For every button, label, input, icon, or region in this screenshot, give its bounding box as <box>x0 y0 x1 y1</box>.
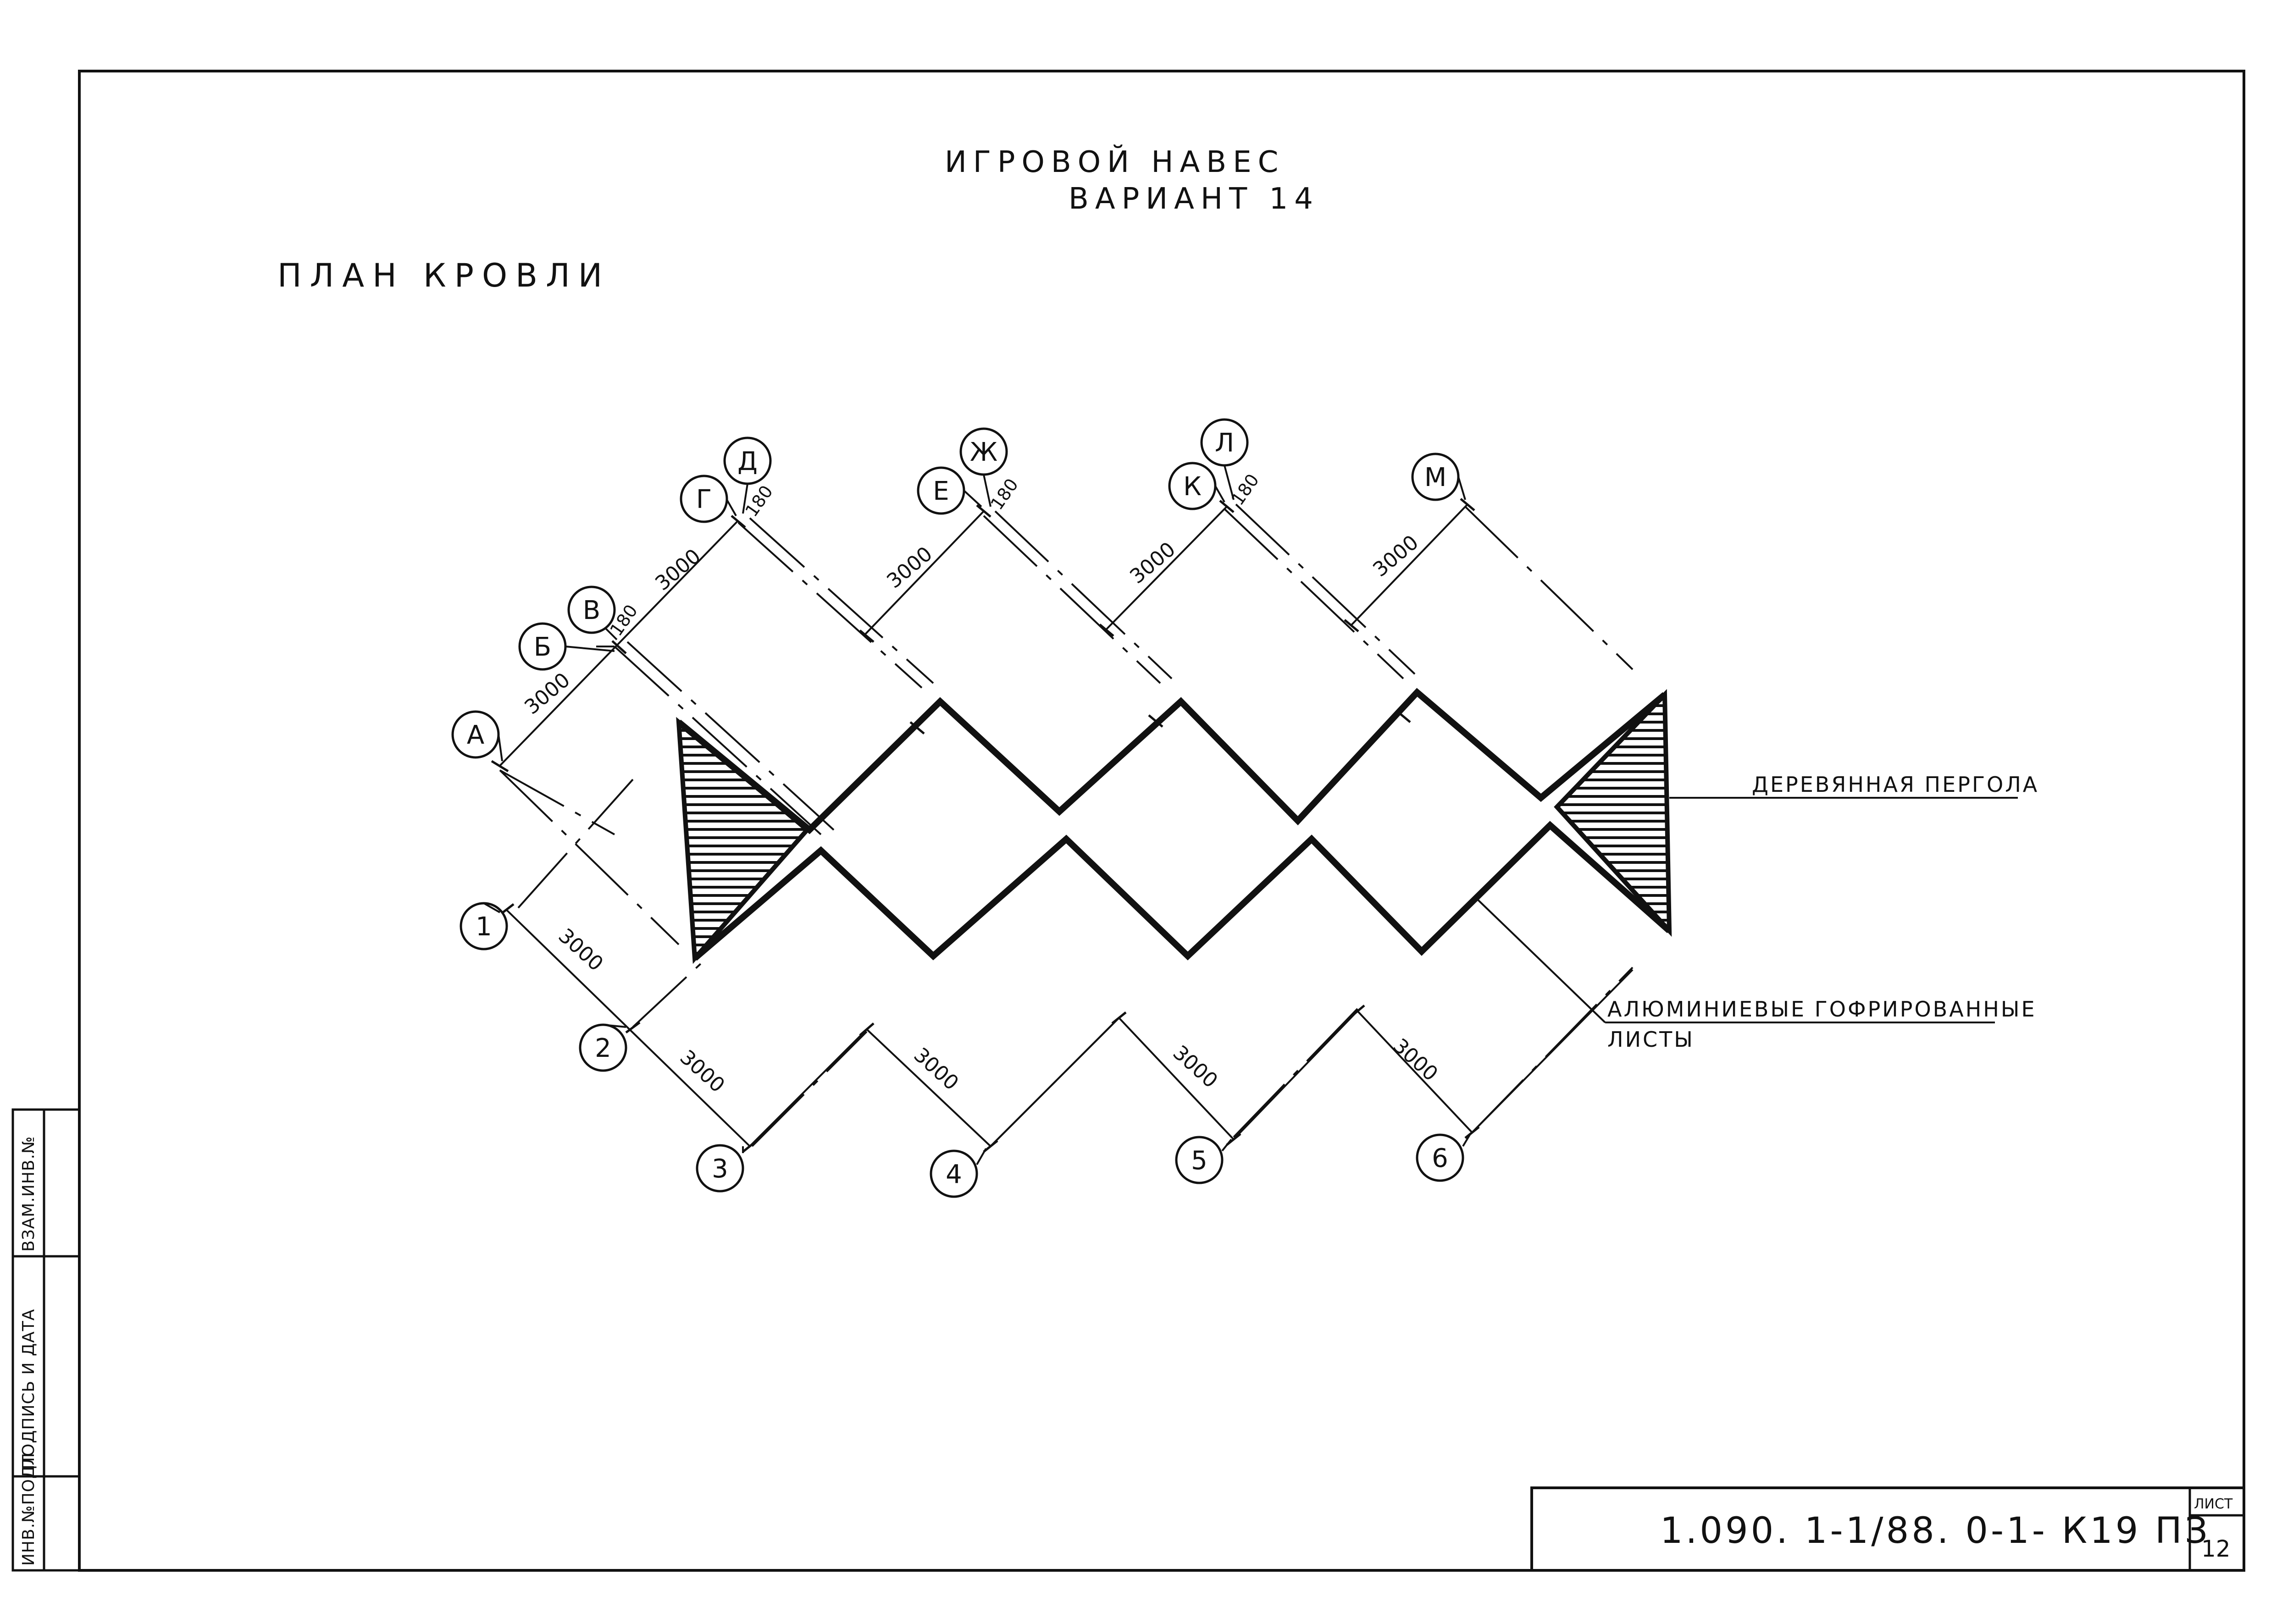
dim-2-3: 3000 <box>676 1045 729 1097</box>
svg-text:4: 4 <box>946 1160 962 1189</box>
axis-marker-1: 1 <box>460 902 508 950</box>
axis-lines <box>499 503 1634 1147</box>
stamp-vzam-inv: ВЗАМ.ИНВ.№ <box>19 1136 38 1252</box>
svg-text:В: В <box>583 596 600 625</box>
svg-text:Ж: Ж <box>970 437 997 467</box>
axis-marker-v: В <box>567 586 616 634</box>
sheet-label: ЛИСТ <box>2194 1496 2233 1512</box>
axis-marker-k: К <box>1168 462 1217 510</box>
pergola-left <box>676 717 811 964</box>
axis-marker-a: А <box>451 710 500 759</box>
drawing-subtitle: ВАРИАНТ 14 <box>1069 182 1319 216</box>
axis-marker-5: 5 <box>1175 1136 1224 1184</box>
svg-text:1: 1 <box>476 912 492 942</box>
dim-1-2: 3000 <box>554 924 608 976</box>
axis-marker-6: 6 <box>1416 1133 1464 1182</box>
roof-zigzag-lower <box>692 821 1672 961</box>
axis-marker-4: 4 <box>930 1149 978 1198</box>
axis-marker-g: Г <box>680 475 728 523</box>
svg-text:5: 5 <box>1191 1146 1207 1176</box>
pergola-right <box>1554 689 1672 937</box>
svg-text:Е: Е <box>933 476 949 506</box>
axis-marker-m: М <box>1411 453 1460 501</box>
axis-marker-d: Д <box>723 436 772 485</box>
note-sheets-line1: АЛЮМИНИЕВЫЕ ГОФРИРОВАННЫЕ <box>1607 997 2037 1022</box>
sheet-number: 12 <box>2201 1536 2231 1562</box>
svg-text:Л: Л <box>1215 428 1234 458</box>
drawing-code: 1.090. 1-1/88. 0-1- К19 ПЗ <box>1660 1510 2210 1552</box>
axis-marker-l: Л <box>1200 418 1249 467</box>
svg-text:А: А <box>467 720 484 750</box>
dimension-lines <box>499 503 1634 1147</box>
svg-text:2: 2 <box>595 1033 611 1063</box>
note-pergola: ДЕРЕВЯННАЯ ПЕРГОЛА <box>1752 772 2039 797</box>
dim-5-6: 3000 <box>1389 1034 1442 1086</box>
note-sheets-line2: ЛИСТЫ <box>1607 1027 1695 1052</box>
svg-text:3: 3 <box>712 1154 728 1184</box>
dim-4-5: 3000 <box>1169 1041 1222 1093</box>
axis-marker-b: Б <box>518 622 567 671</box>
roof-zigzag-upper <box>676 688 1667 834</box>
svg-text:М: М <box>1424 463 1446 492</box>
side-stamp: ИНВ.№ПОДЛ ПОДПИСЬ И ДАТА ВЗАМ.ИНВ.№ <box>11 1108 81 1572</box>
tick-marks <box>491 498 1480 1153</box>
axis-marker-2: 2 <box>579 1023 627 1072</box>
plan-label: ПЛАН КРОВЛИ <box>277 257 610 294</box>
sheet-frame <box>78 70 2245 1572</box>
svg-text:6: 6 <box>1432 1143 1448 1173</box>
dim-3-4: 3000 <box>909 1043 963 1095</box>
dim-off-e-zh: 180 <box>986 475 1022 514</box>
leader-lines <box>596 646 2018 1023</box>
svg-text:Д: Д <box>737 447 758 476</box>
svg-text:Г: Г <box>696 485 712 514</box>
dim-l-m: 3000 <box>1368 530 1423 581</box>
svg-text:Б: Б <box>534 632 551 662</box>
dim-b-g: 3000 <box>651 544 705 595</box>
svg-text:К: К <box>1183 472 1202 502</box>
drawing-title: ИГРОВОЙ НАВЕС <box>945 144 1285 179</box>
axis-marker-3: 3 <box>696 1144 744 1193</box>
dim-off-k-l: 180 <box>1227 470 1263 509</box>
marker-connectors <box>483 465 1471 1165</box>
stamp-podpis-data: ПОДПИСЬ И ДАТА <box>19 1309 38 1469</box>
axis-marker-zh: Ж <box>959 427 1008 476</box>
title-block: 1.090. 1-1/88. 0-1- К19 ПЗ ЛИСТ 12 <box>1530 1486 2245 1572</box>
axis-marker-e: Е <box>917 466 965 515</box>
stamp-inv-podl: ИНВ.№ПОДЛ <box>19 1453 38 1566</box>
dim-a-b: 3000 <box>520 668 575 719</box>
